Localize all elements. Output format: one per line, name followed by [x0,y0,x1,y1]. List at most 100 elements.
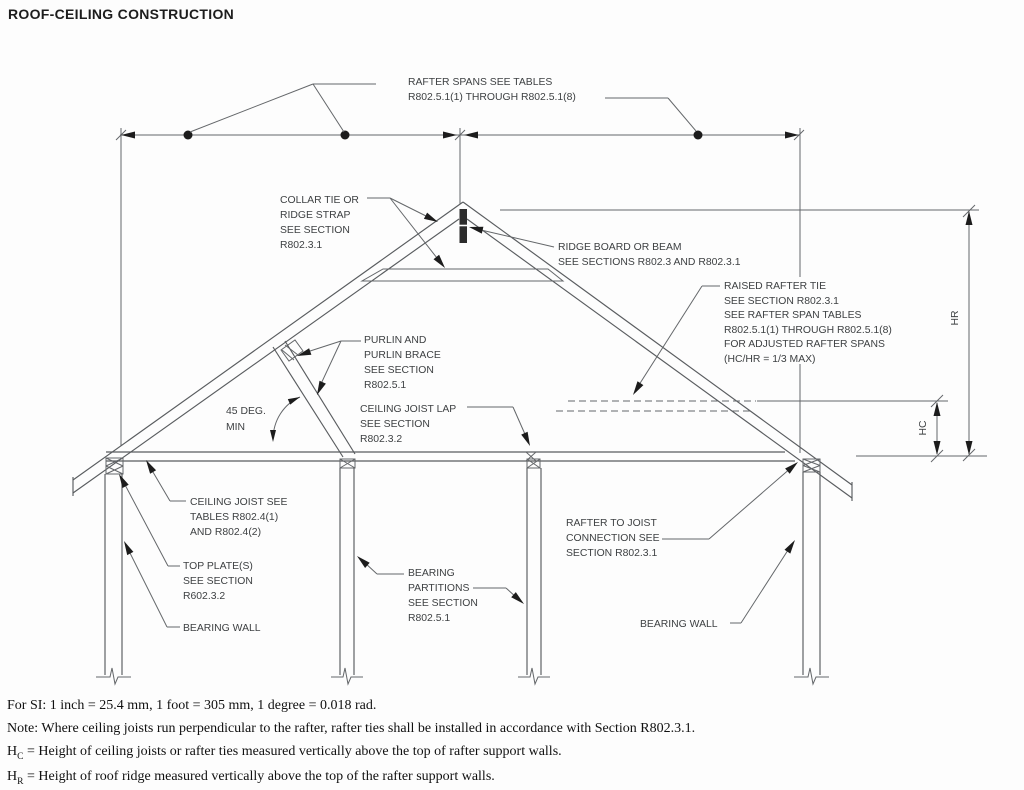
leader-arrowhead [785,462,798,474]
leader-arrowhead [146,460,157,474]
bearing-wall-right-label: BEARING WALL [640,619,718,630]
footer-hc-definition: HC = Height of ceiling joists or rafter … [7,744,562,762]
rafter-to-joist-leader [662,462,798,540]
dim-arrowhead [464,131,478,139]
svg-text:PURLIN AND: PURLIN AND [364,335,426,346]
svg-text:SEE RAFTER SPAN TABLES: SEE RAFTER SPAN TABLES [724,310,861,321]
hr-dimension-label: HR [950,310,961,326]
footer-si-note: For SI: 1 inch = 25.4 mm, 1 foot = 305 m… [7,698,377,713]
leader-arrowhead [357,556,370,568]
collar-tie-leader [367,197,445,268]
purlin-brace-edge [272,346,344,458]
footer-note: Note: Where ceiling joists run perpendic… [7,721,696,736]
svg-text:CONNECTION SEE: CONNECTION SEE [566,533,660,544]
svg-text:SEE SECTION: SEE SECTION [360,419,430,430]
ceiling-joist-label: CEILING JOIST SEE TABLES R802.4(1) AND R… [190,497,287,538]
svg-text:AND R802.4(2): AND R802.4(2) [190,527,261,538]
left-rafter-top-edge [72,201,464,481]
leader-arrowhead [119,474,129,488]
svg-text:RIDGE BOARD OR BEAM: RIDGE BOARD OR BEAM [558,242,682,253]
svg-text:CEILING JOIST SEE: CEILING JOIST SEE [190,497,287,508]
top-plates-leader [119,474,180,567]
bearing-partitions-label: BEARING PARTITIONS SEE SECTION R802.5.1 [408,568,478,624]
leader-arrowhead [423,212,438,222]
arc-arrowhead [270,430,276,442]
ceiling-joist-leader [146,460,186,502]
leader-arrowhead [469,226,484,234]
svg-text:SEE SECTIONS R802.3 AND R802.3: SEE SECTIONS R802.3 AND R802.3.1 [558,257,741,268]
angle-arc [270,396,301,442]
svg-text:SECTION R802.3.1: SECTION R802.3.1 [566,548,657,559]
top-plate-hatch-partition2 [526,458,541,469]
wall-break-symbol [794,667,829,686]
dim-arrowhead [965,441,973,455]
rafter-spans-label: RAFTER SPANS SEE TABLES R802.5.1(1) THRO… [408,77,576,103]
dim-tick [930,449,944,463]
svg-text:SEE SECTION: SEE SECTION [408,598,478,609]
leader-arrowhead [433,254,445,268]
angle-label: 45 DEG. MIN [226,406,266,433]
svg-text:RAFTER TO JOIST: RAFTER TO JOIST [566,518,657,529]
hc-dimension: HC [918,394,944,463]
dim-tick [930,394,944,408]
wall-break-symbol [518,667,550,686]
svg-text:TOP PLATE(S): TOP PLATE(S) [183,561,253,572]
bearing-partitions-leader [357,556,524,604]
svg-text:R802.3.2: R802.3.2 [360,434,402,445]
leader-arrowhead [784,540,795,554]
purlin-and-brace [272,339,356,458]
dim-arrowhead [785,131,799,139]
bearing-wall-left-label: BEARING WALL [183,623,261,634]
raised-rafter-tie-lines [556,400,948,412]
bearing-wall-left-leader [124,541,180,628]
rafter-to-joist-label: RAFTER TO JOIST CONNECTION SEE SECTION R… [566,518,660,559]
svg-text:(HC/HR = 1/3 MAX): (HC/HR = 1/3 MAX) [724,354,816,365]
svg-text:SEE SECTION: SEE SECTION [183,576,253,587]
svg-text:SEE SECTION: SEE SECTION [280,225,350,236]
dim-arrowhead [443,131,457,139]
svg-text:COLLAR TIE OR: COLLAR TIE OR [280,195,359,206]
svg-text:SEE SECTION R802.3.1: SEE SECTION R802.3.1 [724,296,839,307]
ceiling-joist-lap-leader [467,406,530,446]
leader-arrowhead [297,348,312,356]
svg-text:R802.3.1: R802.3.1 [280,240,322,251]
rafter-spans-label-line: R802.5.1(1) THROUGH R802.5.1(8) [408,92,576,103]
dim-arrowhead [933,402,941,416]
top-plate-hatch-partition1 [339,458,356,469]
bearing-wall-right-leader [730,540,795,624]
left-rafter-bottom-edge [72,218,460,494]
svg-text:R802.5.1: R802.5.1 [408,613,450,624]
leader-dot [340,130,350,140]
raised-rafter-tie-label: RAISED RAFTER TIE SEE SECTION R802.3.1 S… [724,281,892,365]
figure-title: ROOF-CEILING CONSTRUCTION [8,6,235,22]
roof-structure [72,201,853,501]
leader-arrowhead [124,541,134,556]
collar-tie [360,268,565,282]
ridge-board-leader [469,226,555,248]
svg-text:FOR ADJUSTED RAFTER SPANS: FOR ADJUSTED RAFTER SPANS [724,339,885,350]
svg-text:PARTITIONS: PARTITIONS [408,583,469,594]
leader-arrowhead [511,592,524,604]
rafter-spans-label-line: RAFTER SPANS SEE TABLES [408,77,552,88]
leader-arrowhead [521,431,530,446]
purlin [280,339,304,362]
svg-text:MIN: MIN [226,422,245,433]
svg-text:PURLIN BRACE: PURLIN BRACE [364,350,441,361]
svg-text:RAISED RAFTER TIE: RAISED RAFTER TIE [724,281,826,292]
ceiling-joist [106,451,795,462]
purlin-leader [297,340,361,395]
top-plates-label: TOP PLATE(S) SEE SECTION R602.3.2 [183,561,253,602]
bearing-partition2-lines [518,468,550,686]
raised-rafter-tie-leader [633,285,720,395]
ridge-board-label: RIDGE BOARD OR BEAM SEE SECTIONS R802.3 … [558,242,741,268]
hr-dimension: HR [500,204,987,462]
footer-hr-definition: HR = Height of roof ridge measured verti… [7,768,495,787]
bearing-wall-left-lines [96,474,131,686]
svg-text:R602.3.2: R602.3.2 [183,591,225,602]
ceiling-joist-lap-label: CEILING JOIST LAP SEE SECTION R802.3.2 [360,404,456,445]
leader-arrowhead [633,381,644,395]
right-rafter-top-edge [462,201,853,486]
svg-text:SEE SECTION: SEE SECTION [364,365,434,376]
svg-text:TABLES R802.4(1): TABLES R802.4(1) [190,512,278,523]
